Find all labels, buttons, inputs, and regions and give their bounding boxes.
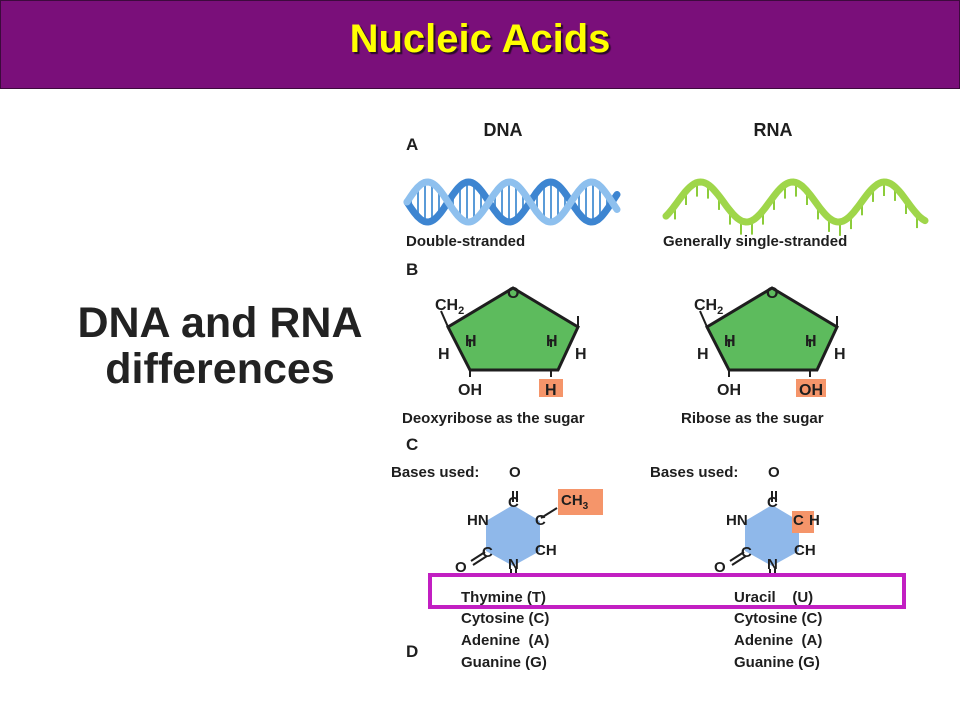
ribose-oh-highlighted: OH	[799, 382, 823, 399]
dna-double-helix	[403, 178, 621, 226]
deoxyribose-ring-oxygen: O	[507, 285, 519, 302]
uracil-n-bottom: N	[767, 556, 778, 573]
rna-single-strand	[662, 178, 929, 236]
ribose-h-right-inner: H	[805, 333, 817, 350]
uracil-c-left: C	[741, 544, 752, 561]
uracil-h-highlighted: H	[809, 512, 820, 529]
side-heading-line-1: DNA and RNA	[77, 299, 363, 347]
ribose-ring	[699, 286, 839, 397]
rna-sugar-caption: Ribose as the sugar	[681, 410, 824, 427]
rna-base-adenine: Adenine (A)	[734, 632, 822, 649]
ribose-h-left-outer: H	[697, 346, 709, 363]
panel-label-c: C	[406, 435, 418, 454]
thymine-c-top: C	[508, 494, 519, 511]
deoxyribose-h-highlighted: H	[545, 382, 557, 399]
deoxyribose-ch2: CH2	[435, 297, 464, 317]
ribose-ch2: CH2	[694, 297, 723, 317]
thymine-carbonyl-o-top: O	[509, 464, 521, 481]
thymine-hn: HN	[467, 512, 489, 529]
uracil-carbonyl-o-top: O	[768, 464, 780, 481]
side-heading: DNA and RNA differences	[40, 300, 400, 392]
deoxyribose-h-right-outer: H	[575, 346, 587, 363]
panel-label-d: D	[406, 642, 418, 661]
title-bar: Nucleic Acids	[0, 0, 960, 89]
panel-label-a: A	[406, 135, 418, 154]
uracil-c-right: C	[793, 512, 804, 529]
dna-base-adenine: Adenine (A)	[461, 632, 549, 649]
thymine-structure	[470, 489, 603, 577]
dna-bases-used-label: Bases used:	[391, 464, 479, 481]
rna-base-cytosine: Cytosine (C)	[734, 610, 822, 627]
dna-base-cytosine: Cytosine (C)	[461, 610, 549, 627]
deoxyribose-h-left-inner: H	[465, 333, 477, 350]
rna-base-guanine: Guanine (G)	[734, 654, 820, 671]
ribose-oh-left: OH	[717, 382, 741, 399]
deoxyribose-ring	[440, 286, 580, 397]
dna-strand-caption: Double-stranded	[406, 233, 525, 250]
ribose-ring-oxygen: O	[766, 285, 778, 302]
slide-title: Nucleic Acids	[349, 17, 611, 61]
dna-base-guanine: Guanine (G)	[461, 654, 547, 671]
rna-base-uracil: Uracil (U)	[734, 589, 813, 606]
thymine-c-right: C	[535, 512, 546, 529]
uracil-carbonyl-o-left: O	[714, 559, 726, 576]
rna-column-header: RNA	[754, 120, 793, 140]
thymine-uracil-highlight-box	[428, 573, 906, 609]
uracil-ch: CH	[794, 542, 816, 559]
thymine-carbonyl-o-left: O	[455, 559, 467, 576]
dna-sugar-caption: Deoxyribose as the sugar	[402, 410, 585, 427]
deoxyribose-h-right-inner: H	[546, 333, 558, 350]
thymine-methyl: CH3	[561, 492, 589, 512]
ribose-h-right-outer: H	[834, 346, 846, 363]
side-heading-line-2: differences	[105, 345, 335, 393]
thymine-c-left: C	[482, 544, 493, 561]
panel-label-b: B	[406, 260, 418, 279]
uracil-hn: HN	[726, 512, 748, 529]
uracil-structure	[729, 491, 814, 577]
rna-bases-used-label: Bases used:	[650, 464, 738, 481]
uracil-c-top: C	[767, 494, 778, 511]
thymine-ch: CH	[535, 542, 557, 559]
dna-column-header: DNA	[484, 120, 523, 140]
dna-base-thymine: Thymine (T)	[461, 589, 546, 606]
deoxyribose-oh: OH	[458, 382, 482, 399]
deoxyribose-h-left-outer: H	[438, 346, 450, 363]
ribose-h-left-inner: H	[724, 333, 736, 350]
dna-rna-comparison-figure: A DNA RNA Double-stranded Generally sing…	[391, 120, 929, 671]
thymine-n-bottom: N	[508, 556, 519, 573]
rna-strand-caption: Generally single-stranded	[663, 233, 847, 250]
